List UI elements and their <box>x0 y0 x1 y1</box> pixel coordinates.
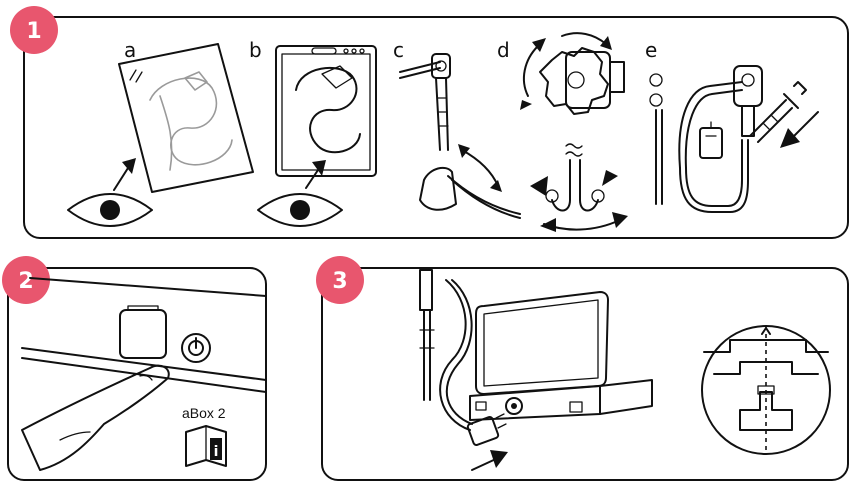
tip-articulation <box>545 143 605 212</box>
endoscope-cable <box>419 269 473 431</box>
control-knob <box>539 47 625 115</box>
pin-icon <box>649 73 663 107</box>
connector-plug <box>466 413 507 446</box>
step-3-badge: 3 <box>316 256 364 304</box>
syringe-icon <box>749 81 807 143</box>
display-unit <box>469 291 653 421</box>
endoscope-e <box>655 65 763 213</box>
svg-text:i: i <box>214 444 219 460</box>
bend-arrow-icon <box>458 144 502 192</box>
arrow-icon <box>113 158 136 191</box>
finger-pressing <box>21 364 170 471</box>
manual-info-icon: i <box>185 425 227 467</box>
substep-label-d: d <box>497 38 510 62</box>
sterile-pouch <box>118 43 254 193</box>
arrow-icon <box>780 111 819 148</box>
substep-label-b: b <box>249 38 262 62</box>
product-label: aBox 2 <box>182 405 226 421</box>
port-detail-callout <box>701 325 831 455</box>
substep-label-e: e <box>645 38 657 62</box>
step-3-panel: 3 <box>316 256 849 481</box>
svg-text:2: 2 <box>18 269 33 294</box>
substep-label-a: a <box>124 38 136 62</box>
pouch-front <box>275 45 377 177</box>
eye-icon <box>257 193 343 227</box>
articulation-arrows-icon <box>530 170 628 232</box>
step-2-panel: 2 aBox 2 i <box>2 256 267 481</box>
arrow-icon <box>471 450 508 471</box>
step-2-badge: 2 <box>2 256 50 304</box>
svg-text:1: 1 <box>26 19 41 44</box>
substep-label-c: c <box>393 38 404 62</box>
step-1-panel: 1 a b c d e <box>10 6 849 239</box>
rotate-arrows-icon <box>520 32 612 110</box>
step-1-badge: 1 <box>10 6 58 54</box>
power-icon[interactable] <box>181 333 211 363</box>
arrow-icon <box>305 160 326 189</box>
endoscope-handle-c <box>399 53 521 219</box>
eye-icon <box>67 193 153 227</box>
svg-text:3: 3 <box>332 269 347 294</box>
